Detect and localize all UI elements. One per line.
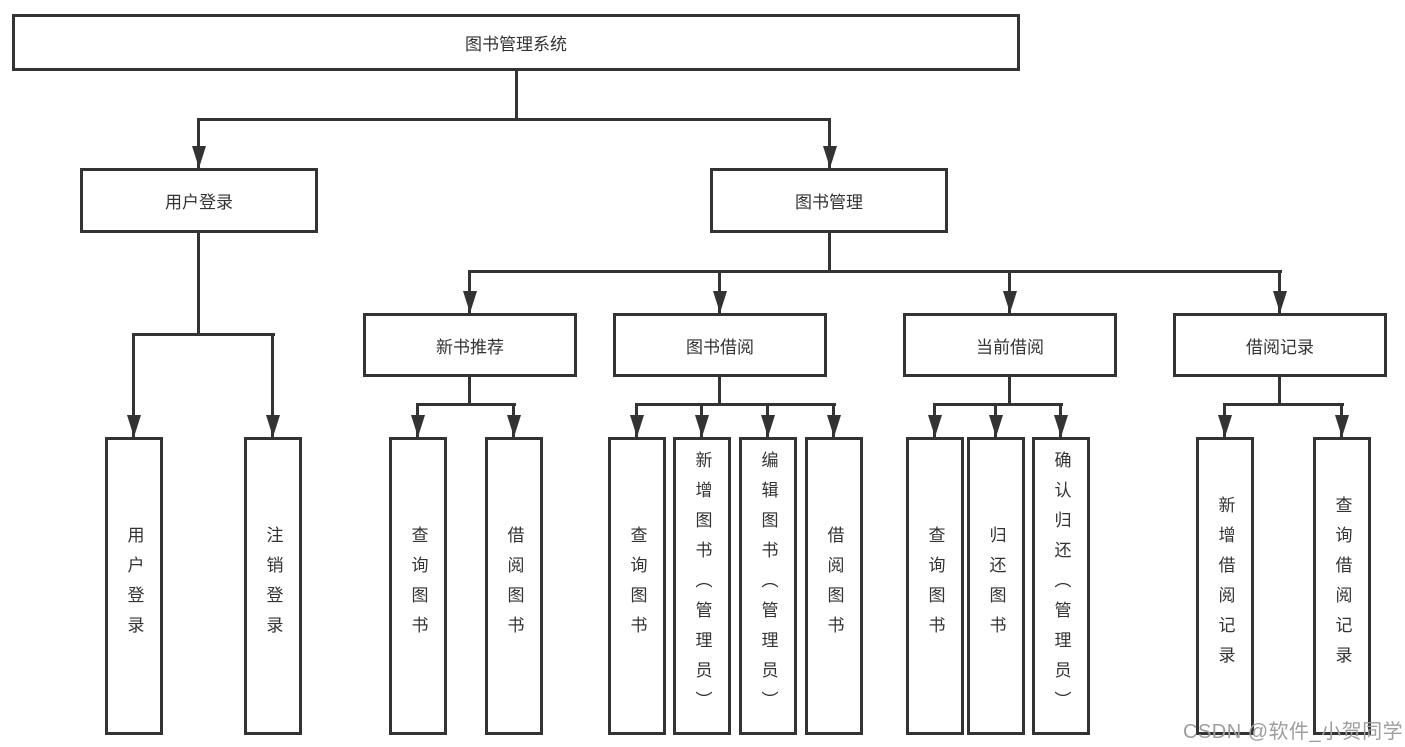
arrowhead-leaf6: [695, 415, 709, 437]
connector-current-borrow-down: [1008, 377, 1011, 405]
node-borrow-records-label: 借阅记录: [1246, 337, 1314, 357]
node-current-borrow-label: 当前借阅: [976, 337, 1044, 357]
csdn-watermark: CSDN @软件_小贺同学: [1183, 721, 1404, 743]
arrowhead-current-borrow: [1003, 291, 1017, 313]
leaf-edit-book-admin-label: 编辑图书（管理员）: [758, 451, 778, 721]
connector-level3-hline: [468, 270, 1282, 273]
connector-book-borrow-hline: [635, 403, 836, 406]
leaf-query-books-newbooks-label: 查询图书: [408, 526, 428, 646]
leaf-query-books-newbooks: 查询图书: [389, 437, 447, 735]
leaf-query-borrow-record: 查询借阅记录: [1313, 437, 1371, 735]
arrowhead-leaf5: [630, 415, 644, 437]
leaf-logout: 注销登录: [244, 437, 302, 735]
leaf-add-borrow-record: 新增借阅记录: [1196, 437, 1254, 735]
leaf-query-books-current-label: 查询图书: [925, 526, 945, 646]
node-new-books: 新书推荐: [363, 313, 577, 377]
node-book-management-label: 图书管理: [795, 193, 863, 212]
connector-new-books-down: [468, 377, 471, 405]
leaf-confirm-return-admin: 确认归还（管理员）: [1032, 437, 1090, 735]
leaf-user-login-label: 用户登录: [124, 526, 144, 646]
connector-new-books-hline: [416, 403, 516, 406]
node-user-login: 用户登录: [80, 168, 318, 233]
arrowhead-leaf13: [1335, 415, 1349, 437]
leaf-borrow-books-label: 借阅图书: [824, 526, 844, 646]
leaf-borrow-books-newbooks-label: 借阅图书: [504, 526, 524, 646]
leaf-edit-book-admin: 编辑图书（管理员）: [739, 437, 797, 735]
arrowhead-user-login: [192, 146, 206, 168]
arrowhead-leaf3: [411, 415, 425, 437]
connector-user-branch-hline: [133, 333, 275, 336]
connector-borrow-records-hline: [1223, 403, 1344, 406]
connector-leaf-logout-stem: [271, 333, 274, 437]
node-new-books-label: 新书推荐: [436, 337, 504, 357]
leaf-add-book-admin-label: 新增图书（管理员）: [692, 451, 712, 721]
leaf-query-books-borrow: 查询图书: [608, 437, 666, 735]
arrowhead-leaf7: [761, 415, 775, 437]
connector-user-login-stem: [197, 118, 200, 168]
arrowhead-new-books: [463, 291, 477, 313]
leaf-borrow-books: 借阅图书: [805, 437, 863, 735]
arrowhead-leaf-user-login: [127, 415, 141, 437]
leaf-confirm-return-admin-label: 确认归还（管理员）: [1051, 451, 1071, 721]
arrowhead-leaf-logout: [266, 415, 280, 437]
connector-borrow-records-down: [1278, 377, 1281, 405]
node-book-borrow: 图书借阅: [613, 313, 827, 377]
arrowhead-leaf10: [989, 415, 1003, 437]
leaf-borrow-books-newbooks: 借阅图书: [485, 437, 543, 735]
leaf-return-books-label: 归还图书: [986, 526, 1006, 646]
leaf-query-books-borrow-label: 查询图书: [627, 526, 647, 646]
arrowhead-leaf8: [827, 415, 841, 437]
leaf-query-books-current: 查询图书: [906, 437, 964, 735]
connector-level2-hline: [197, 118, 831, 121]
arrowhead-borrow-records: [1273, 291, 1287, 313]
arrowhead-leaf12: [1218, 415, 1232, 437]
leaf-add-book-admin: 新增图书（管理员）: [673, 437, 731, 735]
node-borrow-records: 借阅记录: [1173, 313, 1387, 377]
leaf-return-books: 归还图书: [967, 437, 1025, 735]
leaf-query-borrow-record-label: 查询借阅记录: [1332, 496, 1352, 676]
node-root: 图书管理系统: [12, 14, 1020, 71]
arrowhead-leaf9: [928, 415, 942, 437]
node-current-borrow: 当前借阅: [903, 313, 1117, 377]
arrowhead-book-borrow: [713, 291, 727, 313]
leaf-add-borrow-record-label: 新增借阅记录: [1215, 496, 1235, 676]
connector-book-mgmt-stem: [828, 118, 831, 168]
leaf-user-login: 用户登录: [105, 437, 163, 735]
connector-current-borrow-hline: [933, 403, 1063, 406]
connector-book-borrow-down: [718, 377, 721, 405]
arrowhead-leaf4: [507, 415, 521, 437]
node-book-borrow-label: 图书借阅: [686, 337, 754, 357]
node-book-management: 图书管理: [710, 168, 948, 233]
arrowhead-leaf11: [1054, 415, 1068, 437]
connector-root-stem: [515, 70, 518, 120]
arrowhead-book-mgmt: [823, 146, 837, 168]
connector-user-branch-stem: [197, 233, 200, 335]
node-user-login-label: 用户登录: [165, 193, 233, 212]
connector-leaf-user-login-stem: [132, 333, 135, 437]
connector-book-branch-stem: [828, 233, 831, 272]
leaf-logout-label: 注销登录: [263, 526, 283, 646]
node-root-label: 图书管理系统: [465, 35, 567, 54]
